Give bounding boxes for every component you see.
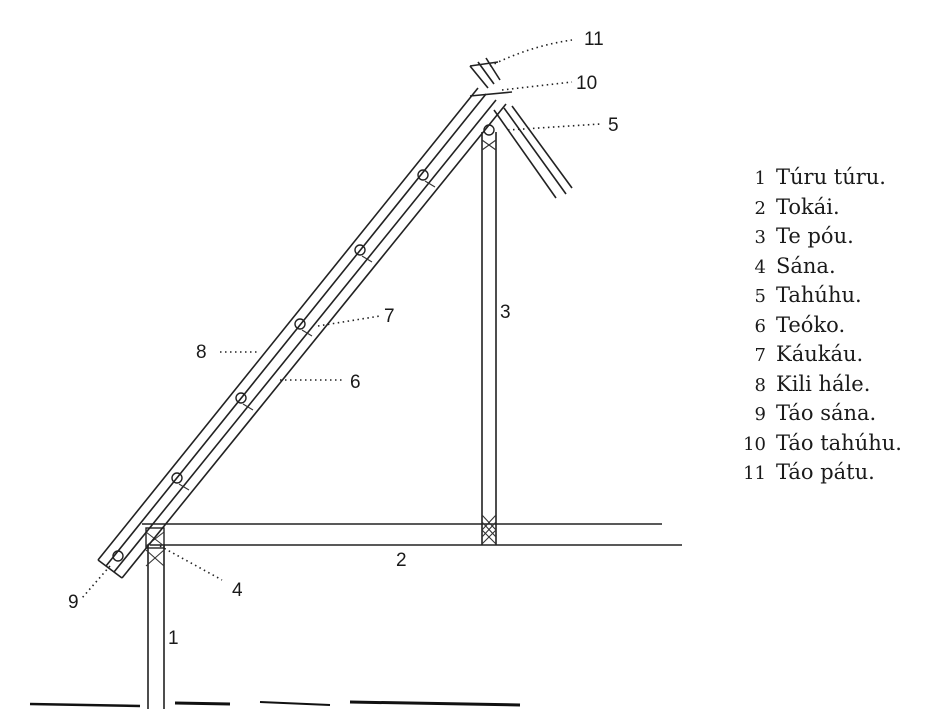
- legend-label: Tahúhu.: [776, 283, 862, 307]
- callout-11: 11: [584, 29, 604, 50]
- legend-label: Táo sána.: [776, 401, 877, 425]
- legend-item-1: 1 Túru túru.: [732, 163, 902, 193]
- legend-number: 8: [754, 374, 766, 396]
- legend-item-6: 6 Teóko.: [732, 311, 902, 341]
- post-turu-turu: [147, 545, 165, 709]
- legend-label: Teóko.: [776, 312, 846, 337]
- legend-item-8: 8 Kili hále.: [732, 370, 902, 400]
- legend-item-5: 5 Tahúhu.: [732, 281, 902, 311]
- legend-number: 2: [754, 197, 766, 219]
- ground-strokes: [29, 700, 521, 708]
- ridge-cap-tao: [469, 57, 501, 89]
- legend-item-3: 3 Te póu.: [732, 222, 902, 252]
- lashings-kaukau: [112, 169, 436, 562]
- callout-8: 8: [196, 342, 207, 363]
- callout-2: 2: [396, 550, 407, 571]
- ridge-pole-tahuhu: [469, 91, 573, 199]
- legend-number: 9: [754, 404, 766, 425]
- legend-label: Táo pátu.: [776, 460, 875, 484]
- legend-number: 10: [743, 433, 766, 455]
- callout-5: 5: [608, 115, 619, 136]
- legend-item-10: 10 Táo tahúhu.: [732, 429, 902, 459]
- legend-number: 3: [754, 227, 766, 248]
- legend-list: 1 Túru túru. 2 Tokái. 3 Te póu. 4 Sána. 5 Tah…: [732, 163, 902, 488]
- legend-item-2: 2 Tokái.: [732, 193, 902, 223]
- legend-number: 6: [754, 315, 766, 337]
- center-post-te-pou: [481, 132, 497, 545]
- leader-lines: [81, 39, 601, 599]
- legend-number: 1: [754, 168, 766, 189]
- legend-number: 7: [754, 345, 766, 366]
- callout-7: 7: [384, 306, 395, 327]
- legend-label: Te póu.: [776, 224, 854, 248]
- legend-number: 11: [743, 463, 766, 484]
- rafter-teoko: [97, 87, 507, 579]
- legend-label: Tokái.: [776, 194, 840, 219]
- legend-label: Káukáu.: [776, 342, 864, 366]
- legend-number: 4: [754, 256, 766, 278]
- legend-item-4: 4 Sána.: [732, 252, 902, 282]
- tie-beam-tokai: [142, 523, 682, 546]
- callout-3: 3: [500, 302, 511, 323]
- callout-9: 9: [68, 592, 79, 613]
- legend-label: Kili hále.: [776, 371, 871, 396]
- callout-4: 4: [232, 580, 243, 601]
- legend-label: Táo tahúhu.: [776, 430, 902, 455]
- wall-plate-sana: [145, 527, 165, 567]
- callout-1: 1: [168, 628, 179, 649]
- legend-label: Sána.: [776, 253, 836, 278]
- legend-number: 5: [754, 286, 766, 307]
- callout-10: 10: [576, 73, 597, 94]
- legend-item-11: 11 Táo pátu.: [732, 458, 902, 488]
- legend-item-7: 7 Káukáu.: [732, 340, 902, 370]
- legend-label: Túru túru.: [776, 165, 886, 189]
- callout-6: 6: [350, 372, 361, 393]
- legend-item-9: 9 Táo sána.: [732, 399, 902, 429]
